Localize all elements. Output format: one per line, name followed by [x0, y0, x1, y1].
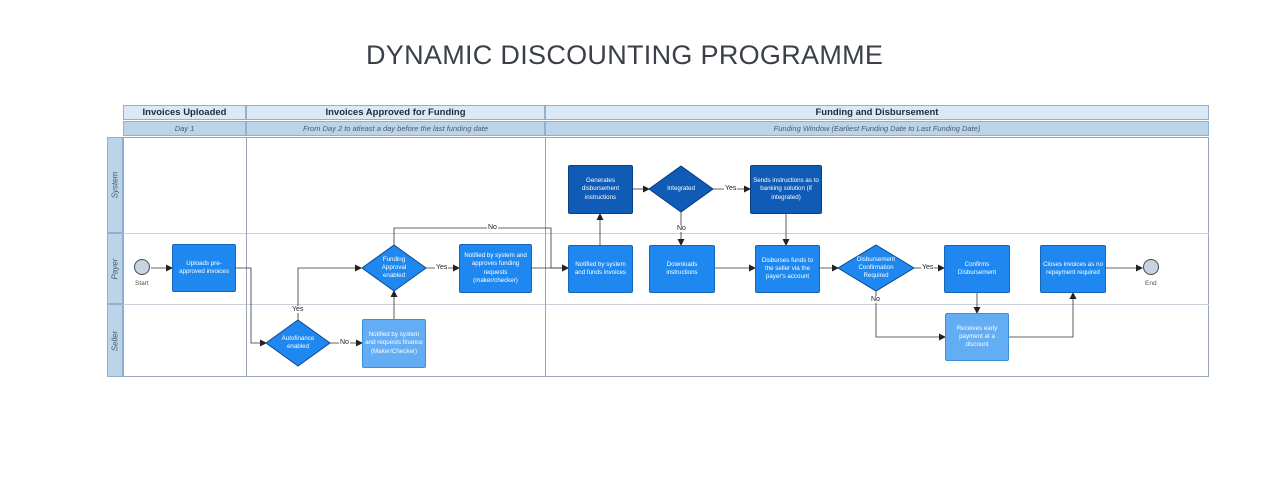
node-generates-disbursement-instructions: Generates disbursement instructions: [568, 165, 633, 214]
phase-sub-funding-disbursement: Funding Window (Earliest Funding Date to…: [545, 121, 1209, 136]
edge-receives-closes: [1009, 292, 1077, 338]
node-receives-early-payment: Receives early payment at a discount: [945, 313, 1009, 361]
edge-confirmation-no: [875, 291, 946, 341]
lane-header-system: System: [107, 137, 123, 233]
decision-integrated-shape: [648, 165, 714, 213]
lane-divider-payer-seller: [123, 304, 1209, 305]
edge-uploads-autofinance: [236, 267, 267, 347]
node-uploads-invoices: Uploads pre-approved invoices: [172, 244, 236, 292]
start-label: Start: [135, 280, 149, 287]
node-payer-approves-funding: Notified by system and approves funding …: [459, 244, 532, 293]
node-sends-instructions-banking: Sends instructions as to banking solutio…: [750, 165, 822, 214]
edge-label-confirmation-yes: Yes: [921, 264, 935, 271]
edge-label-integrated-no: No: [676, 225, 687, 232]
edge-label-approval-yes: Yes: [435, 264, 449, 271]
decision-integrated-label: Integrated: [667, 184, 695, 192]
node-payer-funds-invoices: Notified by system and funds invoices: [568, 245, 633, 293]
edge-label-approval-no: No: [487, 224, 498, 231]
node-disburses-funds: Disburses funds to the seller via the pa…: [755, 245, 820, 293]
phase-header-invoices-uploaded: Invoices Uploaded: [123, 105, 246, 120]
phase-header-invoices-approved: Invoices Approved for Funding: [246, 105, 545, 120]
decision-disbursement-confirmation-shape: [837, 244, 915, 292]
start-terminal: [134, 259, 150, 275]
decision-funding-approval-label: Funding Approval enabled: [381, 255, 407, 280]
node-seller-notified-requests-finance: Notified by system and requests finance …: [362, 319, 426, 368]
lane-divider-system-payer: [123, 233, 1209, 234]
phase-sub-invoices-approved: From Day 2 to atleast a day before the l…: [246, 121, 545, 136]
phase-header-funding-disbursement: Funding and Disbursement: [545, 105, 1209, 120]
edge-label-autofinance-yes: Yes: [291, 306, 305, 313]
lane-header-seller: Seller: [107, 304, 123, 377]
phase-divider-2: [545, 137, 546, 377]
lane-header-payer: Payer: [107, 233, 123, 304]
decision-funding-approval-shape: [361, 244, 427, 292]
decision-autofinance-shape: [265, 319, 331, 367]
phase-sub-invoices-uploaded: Day 1: [123, 121, 246, 136]
phase-divider-1: [246, 137, 247, 377]
page-title: DYNAMIC DISCOUNTING PROGRAMME: [366, 40, 884, 70]
end-terminal: [1143, 259, 1159, 275]
node-confirms-disbursement: Confirms Disbursement: [944, 245, 1010, 293]
edge-label-autofinance-no: No: [339, 339, 350, 346]
swimlane-frame: [123, 137, 1209, 377]
decision-autofinance-label: Autofinance enabled: [281, 334, 315, 350]
end-label: End: [1145, 280, 1157, 287]
edge-autofinance-yes: [297, 264, 362, 320]
decision-disbursement-confirmation-label: Disbursement Confirmation Required: [856, 255, 896, 280]
edge-label-integrated-yes: Yes: [724, 185, 738, 192]
node-closes-invoices: Closes invoices as no repayment required: [1040, 245, 1106, 293]
edge-label-confirmation-no: No: [870, 296, 881, 303]
node-downloads-instructions: Downloads instructions: [649, 245, 715, 293]
